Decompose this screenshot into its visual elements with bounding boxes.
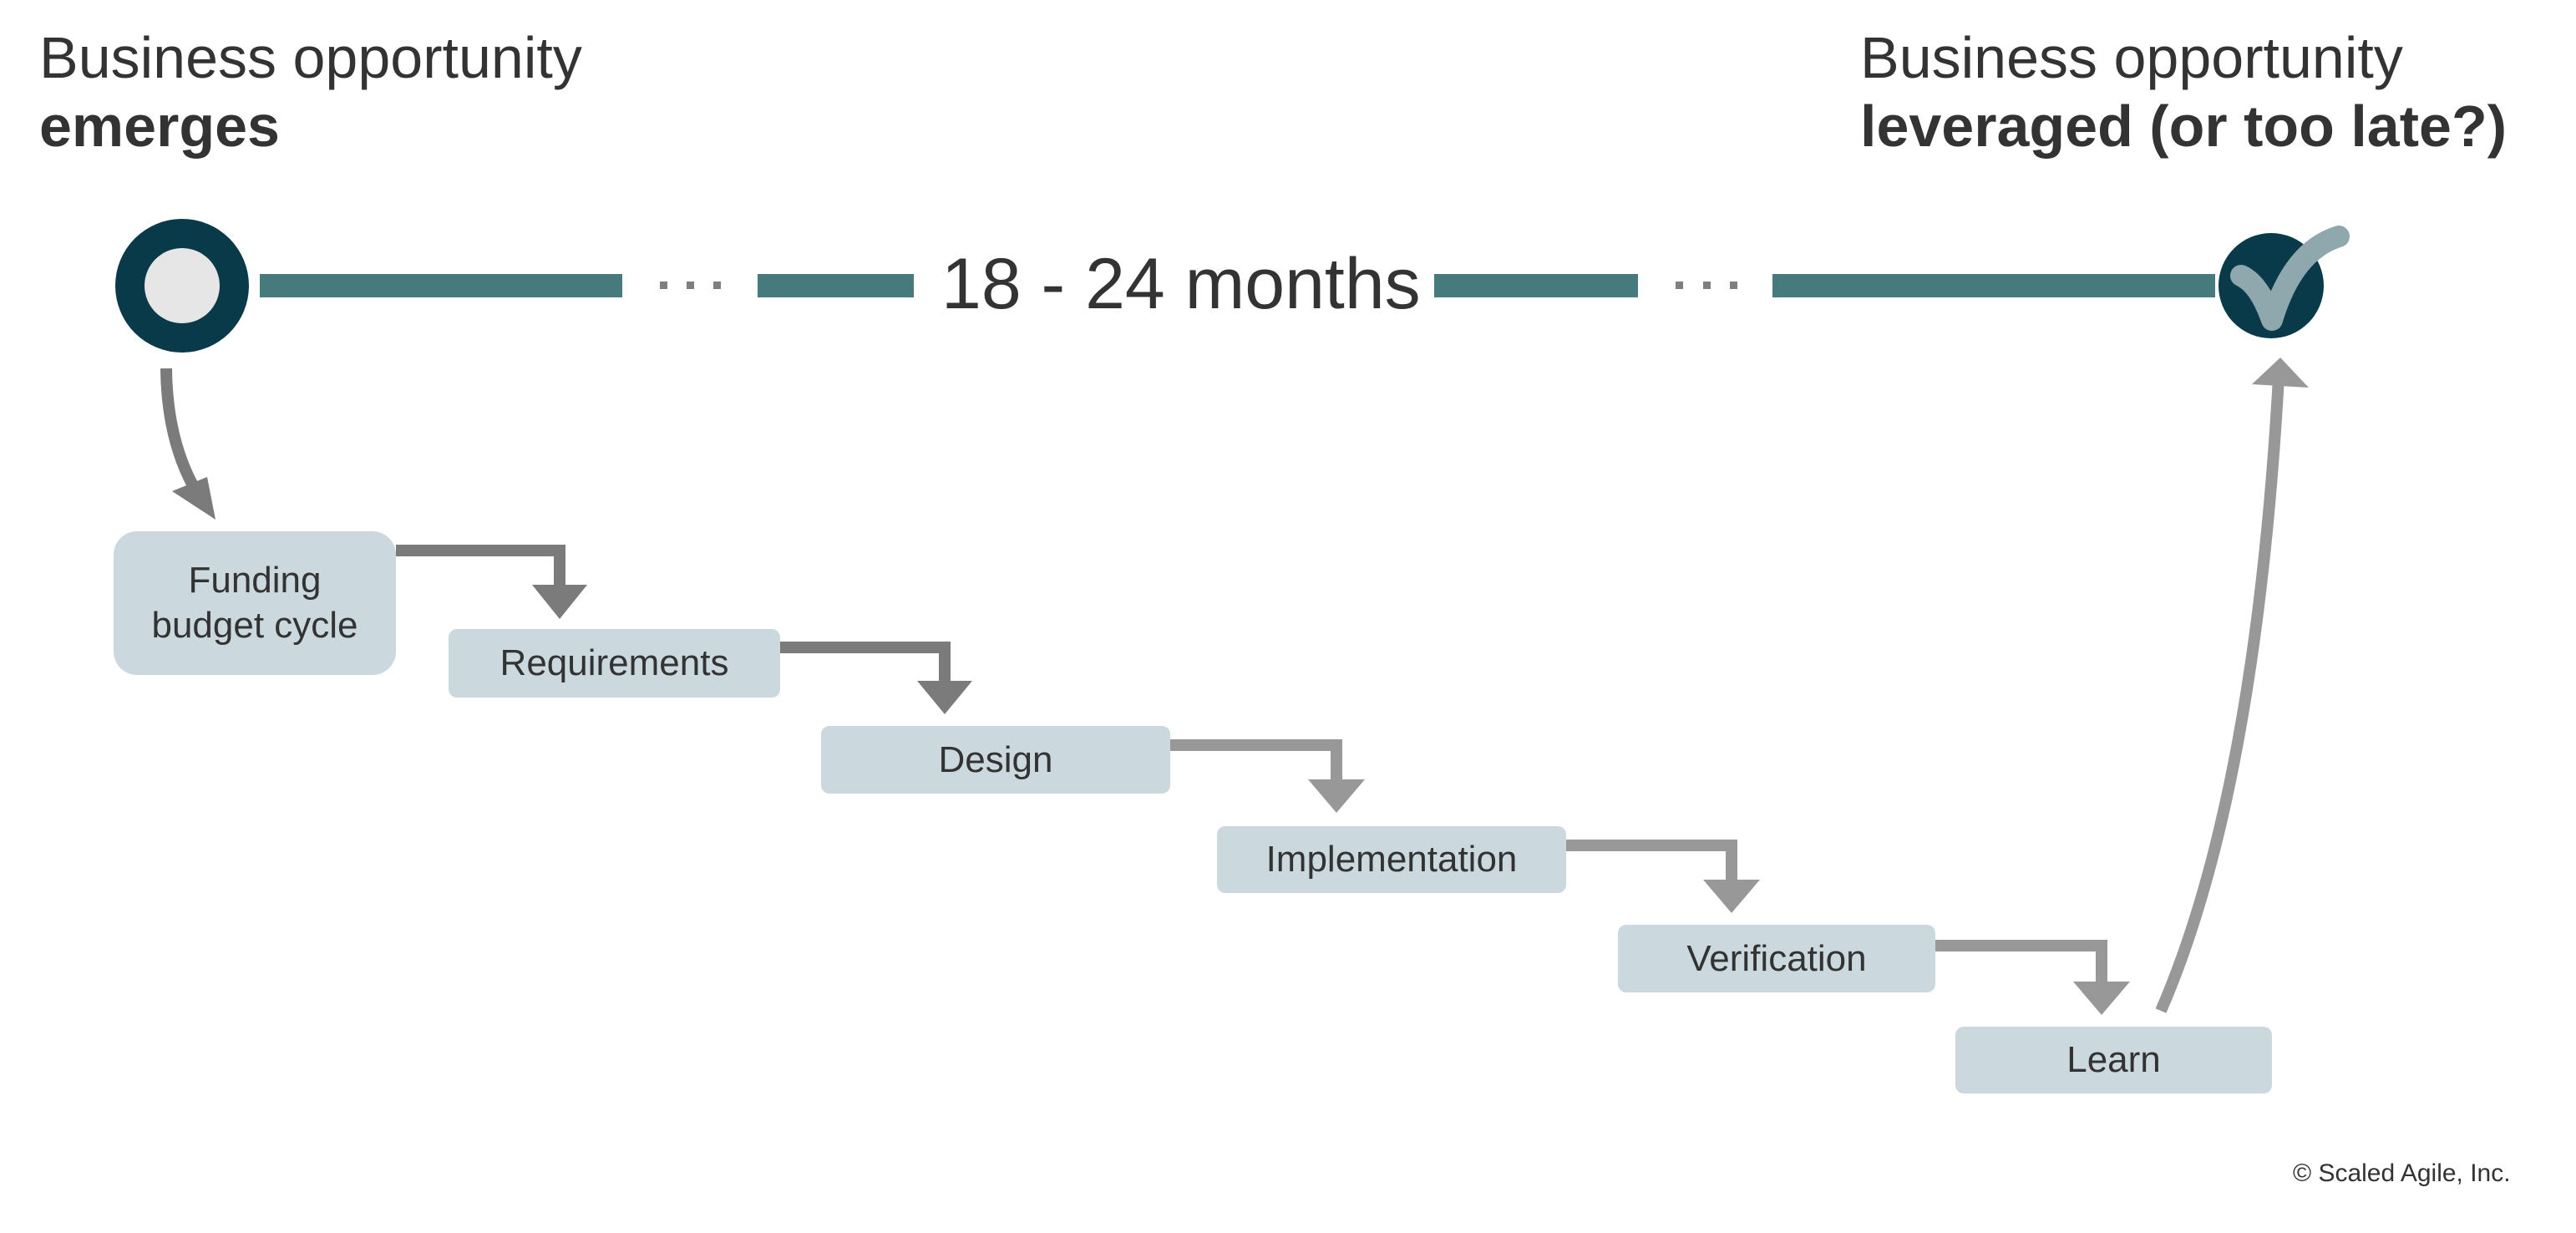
start-to-funding-arrow [160,368,216,520]
duration-label: 18 - 24 months [941,244,1421,324]
step-funding-line2: budget cycle [151,605,358,646]
start-title-line2: emerges [39,94,280,159]
timeline-segment [1434,274,1638,297]
start-title-line1: Business opportunity [39,25,582,90]
copyright-notice: © Scaled Agile, Inc. [2293,1159,2511,1187]
connector-verification-learn [1935,940,2130,1015]
connector-design-implementation [1170,739,1365,813]
end-title-line2: leveraged (or too late?) [1860,94,2508,159]
timeline-segment [1772,274,2215,297]
timeline-ellipsis-left [660,282,721,289]
start-circle-icon [115,219,249,353]
step-design: Design [821,726,1170,794]
step-implementation: Implementation [1217,826,1566,893]
end-title: Business opportunity leveraged (or too l… [1860,23,2507,160]
step-verification: Verification [1618,925,1935,992]
timeline-segment [260,274,622,297]
step-learn: Learn [1955,1027,2272,1093]
connector-funding-requirements [396,545,587,619]
step-funding-line1: Funding [188,560,322,601]
connector-requirements-design [780,642,972,714]
start-title: Business opportunity emerges [39,23,582,160]
step-funding: Funding budget cycle [114,531,396,675]
learn-to-end-arrow [2155,358,2309,1013]
timeline-bar [260,274,2215,297]
timeline-ellipsis-right [1676,282,1737,289]
connector-implementation-verification [1566,840,1760,913]
step-requirements: Requirements [449,629,780,698]
timeline-segment [758,274,914,297]
checkmark-circle-icon [2219,226,2350,338]
end-title-line1: Business opportunity [1860,25,2403,90]
